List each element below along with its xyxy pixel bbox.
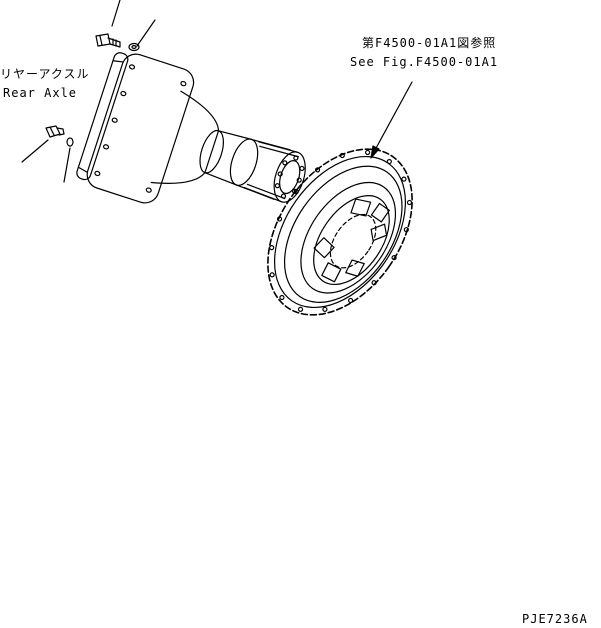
axle-housing (74, 47, 325, 248)
rear-axle-label-en: Rear Axle (3, 86, 78, 100)
reference-label-jp: 第F4500-01A1図参照 (362, 36, 497, 50)
o-ring-left (67, 138, 73, 146)
leader-lines (22, 0, 412, 182)
rear-axle-label-jp: リヤーアクスル (0, 67, 90, 81)
plug-left (46, 126, 64, 137)
reference-label-en: See Fig.F4500-01A1 (350, 55, 499, 69)
washer-upper (129, 44, 139, 51)
sprocket-hub (237, 122, 442, 343)
bolt-upper (96, 34, 120, 47)
drawing-id: PJE7236A (522, 612, 588, 626)
